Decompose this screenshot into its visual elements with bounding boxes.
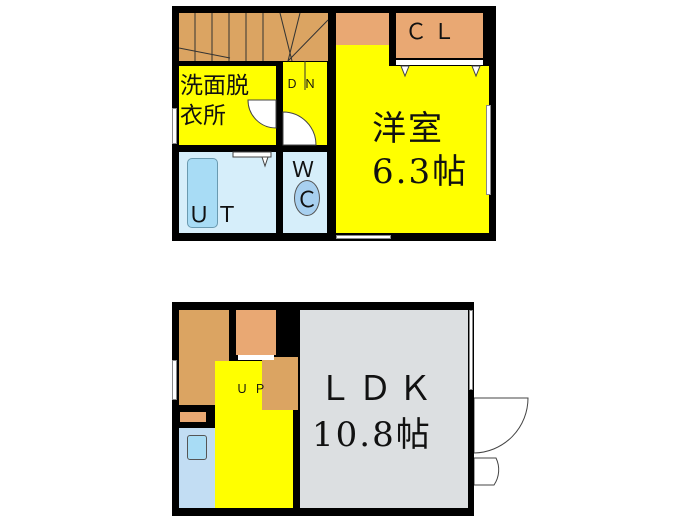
ldk-size: 10.8帖 (312, 415, 432, 455)
lower-stairs-lower (262, 357, 298, 410)
window-right (486, 105, 491, 195)
closet-door (396, 60, 483, 65)
washroom-label-1: 洗面脱 (180, 73, 249, 99)
closet (396, 13, 483, 58)
western-room-size: 6.3帖 (372, 152, 469, 192)
lower-door (238, 355, 274, 360)
storage-upper (336, 13, 389, 45)
window-left (172, 108, 177, 144)
toilet-bowl (294, 180, 320, 216)
small-shelf (180, 412, 206, 422)
western-room-name: 洋室 (372, 109, 444, 149)
down-stairs-label: ＤＮ (286, 77, 323, 91)
ldk-room (300, 310, 468, 508)
bathtub (187, 158, 218, 228)
ldk-name: ＬＤＫ (318, 369, 438, 409)
kitchen-sink (187, 435, 207, 460)
up-stairs-label: ＵＰ (236, 382, 273, 396)
unit-bath-label: ＵＴ (188, 203, 245, 228)
stair-landing (229, 361, 262, 409)
closet-label: ＣＬ (405, 20, 462, 45)
storage-lower (236, 310, 276, 355)
washroom-label-2: 衣所 (180, 103, 226, 129)
stair-window (172, 360, 177, 400)
toilet-label-2: Ｃ (296, 188, 325, 213)
ldk-window (469, 310, 473, 390)
toilet-label-1: Ｗ (292, 158, 321, 183)
window-bottom (336, 235, 391, 239)
